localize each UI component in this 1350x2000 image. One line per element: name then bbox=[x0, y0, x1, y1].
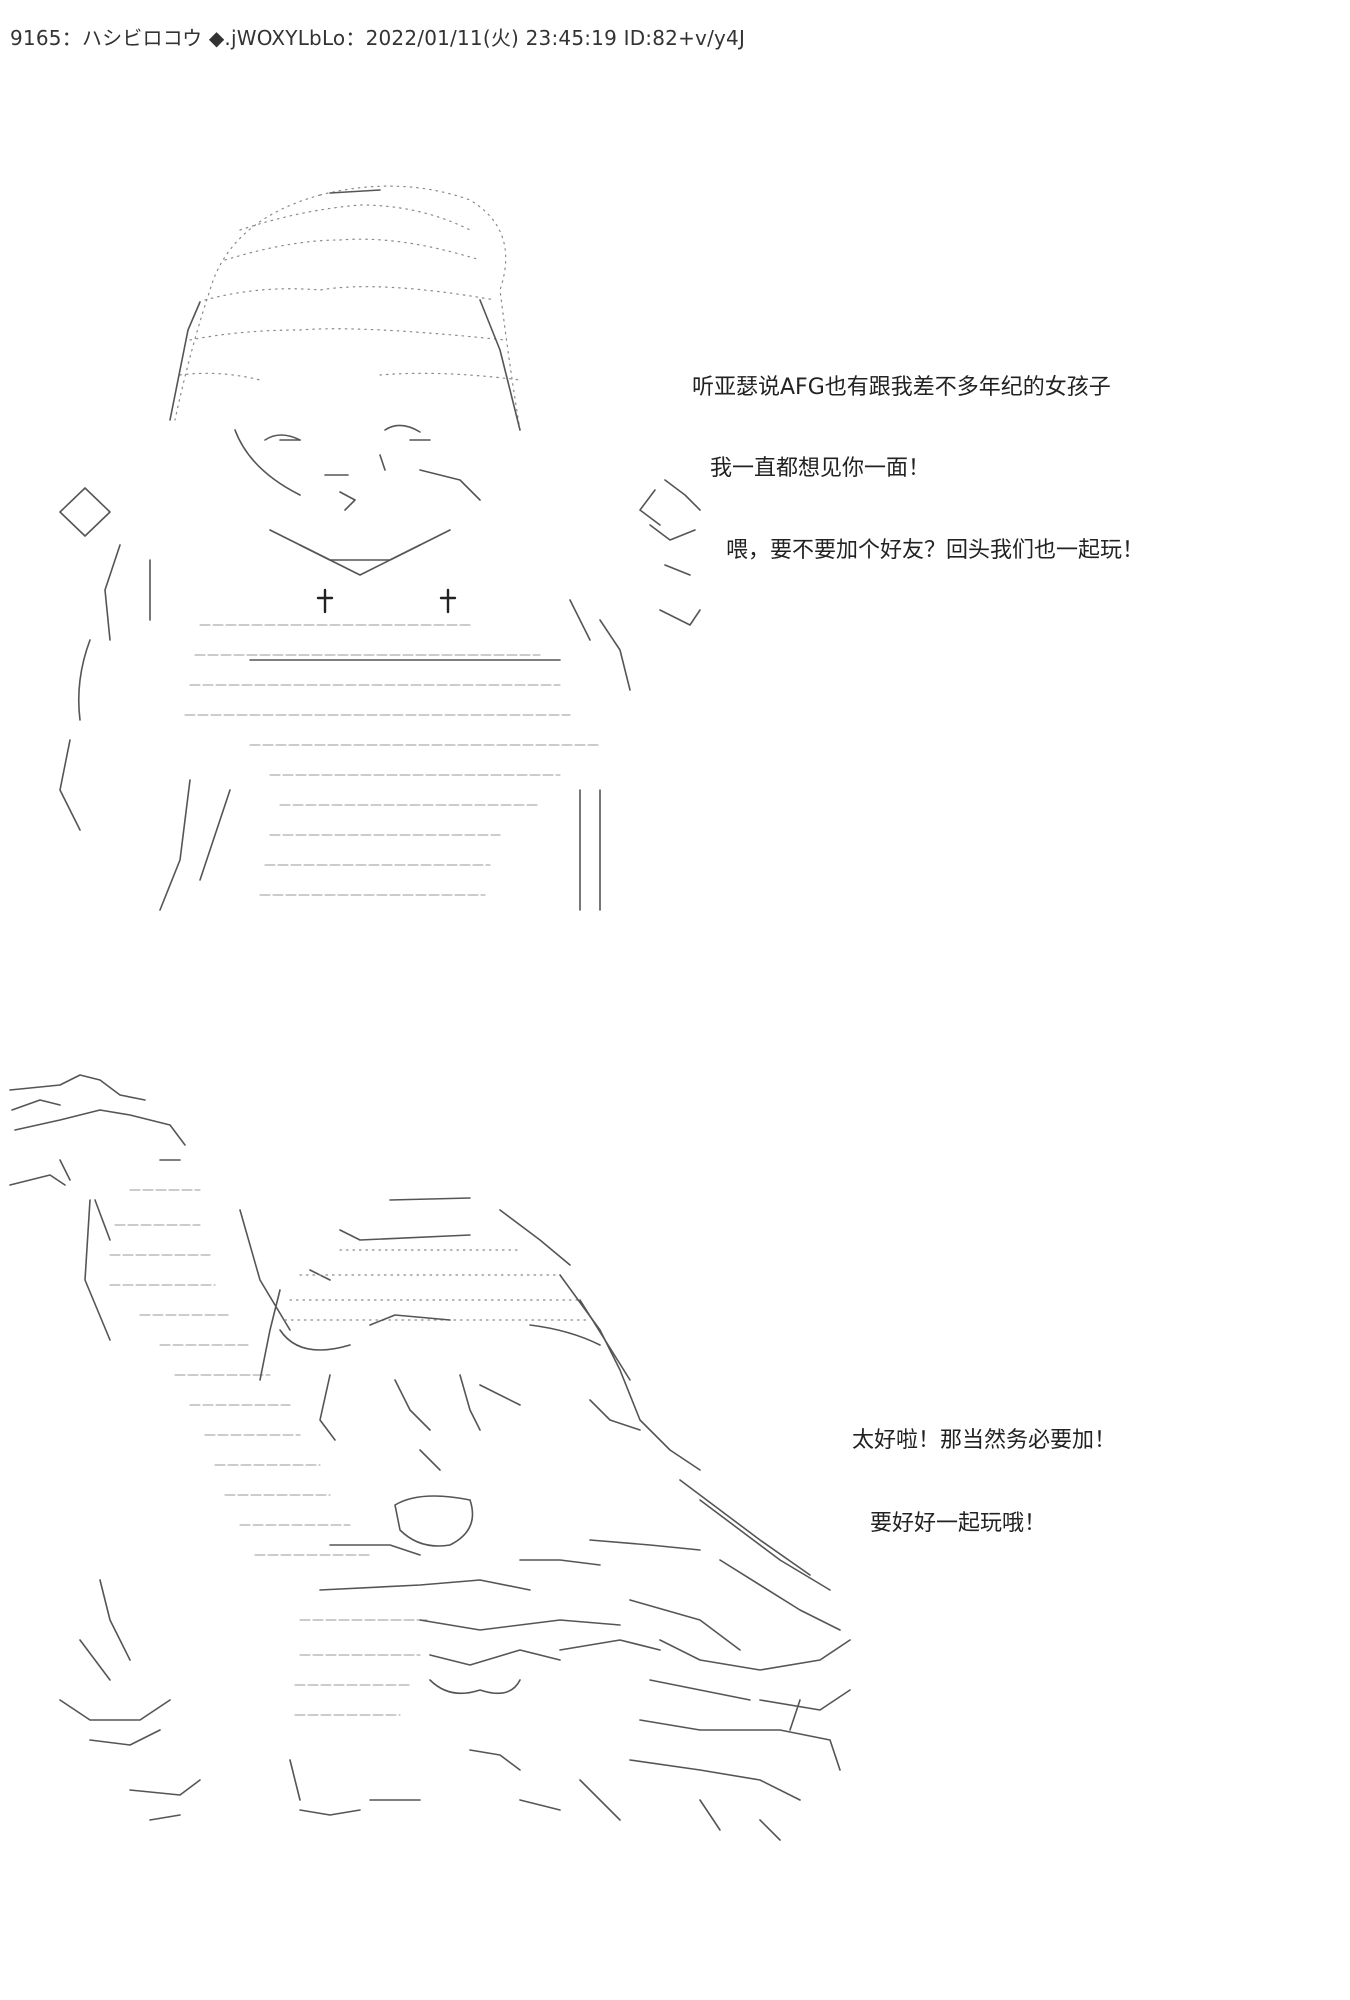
speech-line-2: 我一直都想见你一面！ bbox=[710, 456, 931, 481]
speech-line-4: 太好啦！那当然务必要加！ bbox=[852, 1428, 1117, 1453]
speech-line-1: 听亚瑟说AFG也有跟我差不多年纪的女孩子 bbox=[692, 375, 1111, 400]
top-character-illustration bbox=[59, 185, 701, 911]
speech-line-3: 喂，要不要加个好友？回头我们也一起玩！ bbox=[726, 538, 1145, 563]
post-header: 9165：ハシビロコウ ◆.jWOXYLbLo：2022/01/11(火) 23… bbox=[10, 26, 746, 50]
speech-line-5: 要好好一起玩哦！ bbox=[870, 1511, 1047, 1536]
